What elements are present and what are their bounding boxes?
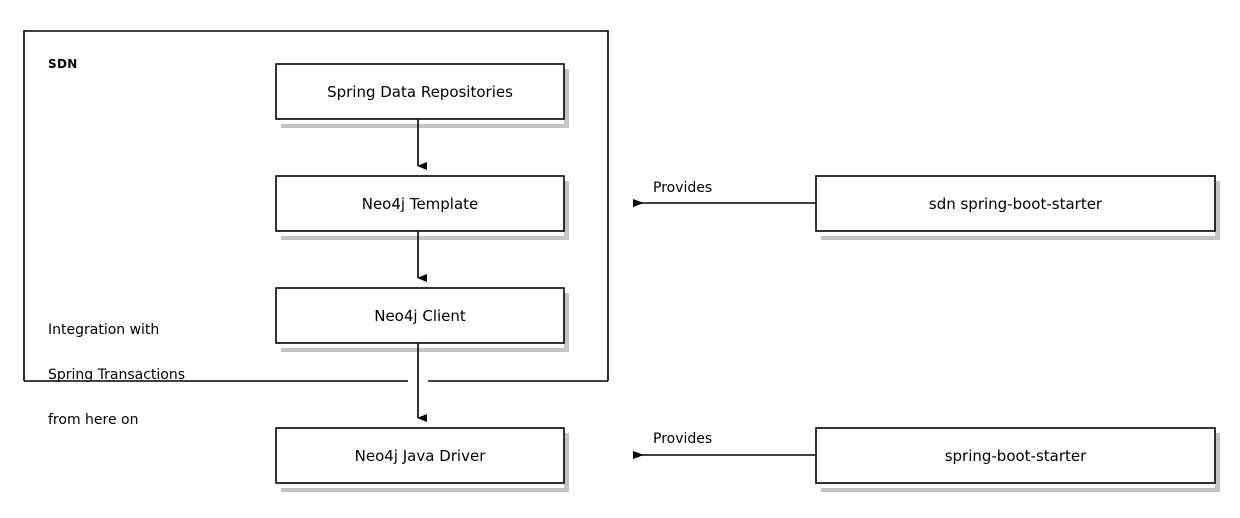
node-rect-neo4j-template: [275, 175, 565, 232]
sdn-frame: [23, 30, 609, 382]
note-line-2: Spring Transactions: [48, 367, 186, 383]
node-rects: [275, 63, 1216, 484]
node-rect-sdn-spring-boot-starter: [815, 175, 1216, 232]
note-line-1: Integration with: [48, 322, 160, 338]
node-rect-neo4j-java-driver: [275, 427, 565, 484]
node-rect-neo4j-client: [275, 287, 565, 344]
node-shadows: [281, 69, 1220, 492]
edge-label-starter-provides: Provides: [653, 431, 713, 447]
edge-label-sdn-starter-provides: Provides: [653, 180, 713, 196]
node-rect-spring-data-repositories: [275, 63, 565, 120]
note-integration-with-spring-transactions: Integration with Spring Transactions fro…: [48, 293, 185, 458]
frame-title-sdn: SDN: [48, 57, 78, 71]
connectors: [417, 119, 816, 459]
note-line-3: from here on: [48, 412, 139, 428]
node-rect-spring-boot-starter: [815, 427, 1216, 484]
